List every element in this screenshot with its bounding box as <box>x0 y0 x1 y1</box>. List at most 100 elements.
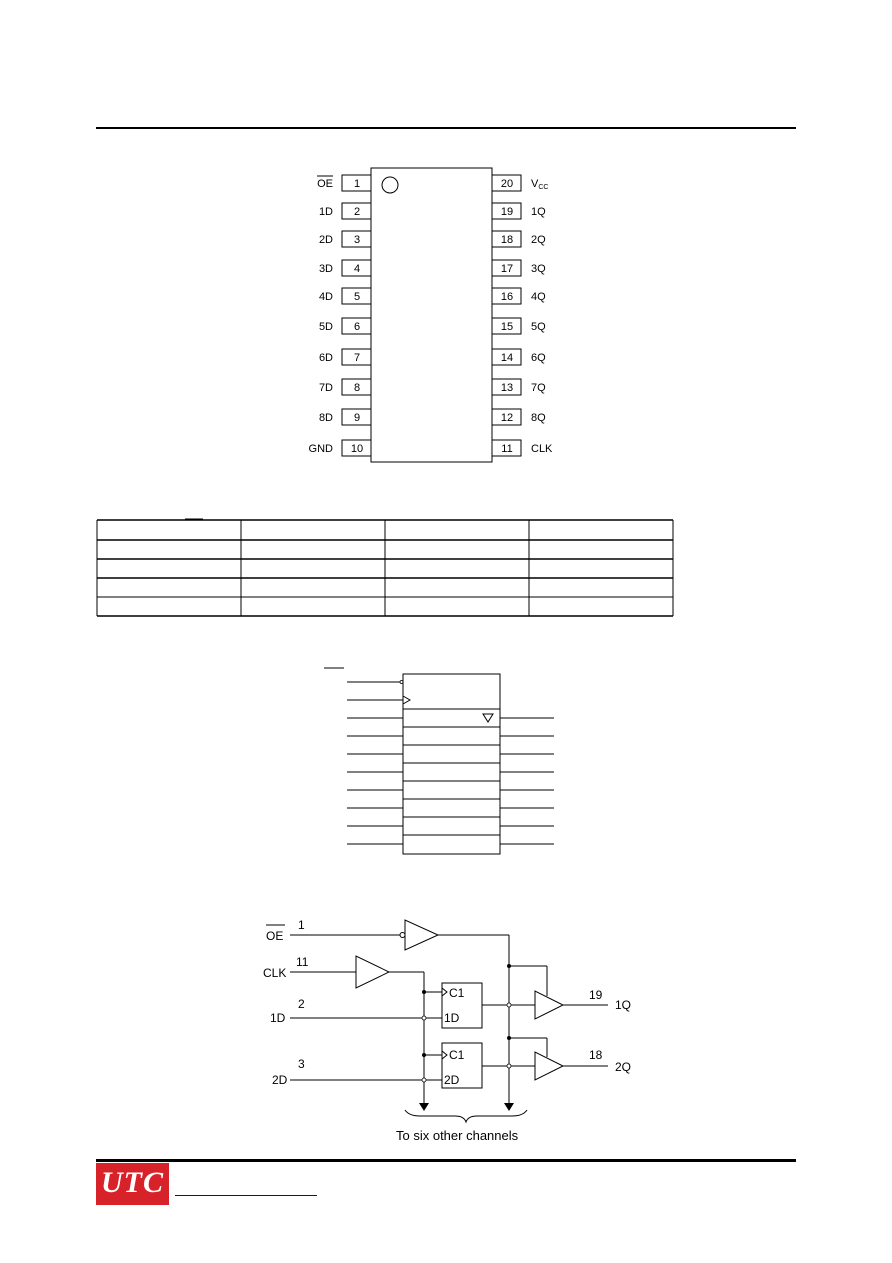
q2-label: 2Q <box>615 1060 631 1074</box>
pin-number: 17 <box>501 263 513 275</box>
pin-number: 12 <box>501 412 513 424</box>
q1-label: 1Q <box>615 998 631 1012</box>
pin-name-sub: CC <box>538 184 548 191</box>
pin-name-main: 4Q <box>531 291 546 303</box>
footer-rule <box>96 1159 796 1162</box>
utc-logo: UTC <box>96 1163 169 1205</box>
q1-pin: 19 <box>589 988 603 1002</box>
pin-box <box>491 174 522 192</box>
pin-name: 7D <box>319 382 333 394</box>
pin-number: 5 <box>354 291 360 303</box>
pin-box <box>341 287 372 305</box>
pin-name: 3D <box>319 263 333 275</box>
header-rule <box>96 127 796 129</box>
pin-number: 9 <box>354 412 360 424</box>
utc-logo-text: UTC <box>101 1166 164 1199</box>
pin-name: CLK <box>531 443 553 455</box>
ff2-d-label: 2D <box>444 1073 460 1087</box>
ic-body <box>370 167 493 463</box>
d1-pin: 2 <box>298 997 305 1011</box>
pin-box <box>491 378 522 396</box>
logic-rows <box>347 717 554 845</box>
channels-caption: To six other channels <box>396 1128 519 1143</box>
pin-name: 4Q <box>531 291 546 303</box>
pin-number: 13 <box>501 382 513 394</box>
pin-name: 3Q <box>531 263 546 275</box>
ff2-clock-label: C1 <box>449 1048 465 1062</box>
oe-pin: 1 <box>298 918 305 932</box>
pin-name-main: 3Q <box>531 263 546 275</box>
pin-number: 3 <box>354 234 360 246</box>
pin-name: 6D <box>319 352 333 364</box>
logic-diagram: OE 1 CLK 11 1D 2 2D 3 C1 1D C1 2D 19 1Q … <box>263 918 631 1143</box>
pin-box <box>491 317 522 335</box>
pin-name: 5D <box>319 321 333 333</box>
pin-number: 15 <box>501 321 513 333</box>
pin-name: 1Q <box>531 206 546 218</box>
pin-number: 20 <box>501 178 513 190</box>
pin-name: GND <box>309 443 334 455</box>
clk-label: CLK <box>263 966 286 980</box>
pin-name-main: 8Q <box>531 412 546 424</box>
pin-box <box>341 202 372 220</box>
pin-number: 14 <box>501 352 513 364</box>
q2-pin: 18 <box>589 1048 603 1062</box>
pin-number: 18 <box>501 234 513 246</box>
pin-box <box>341 230 372 248</box>
ff1-d-label: 1D <box>444 1011 460 1025</box>
pin-box <box>491 287 522 305</box>
pin-name: 6Q <box>531 352 546 364</box>
pin-name: 4D <box>319 291 333 303</box>
pin-box <box>341 259 372 277</box>
pin-box <box>341 439 372 457</box>
pin-name: 1D <box>319 206 333 218</box>
pin-diagram: 1 OE 2 1D 3 2D 4 3D 5 4D 6 5D 7 6D 8 7D 9 8D 10 GND 20 VCC 19… <box>309 167 553 463</box>
pin-number: 4 <box>354 263 360 275</box>
pin-box <box>491 259 522 277</box>
footer-link[interactable] <box>175 1195 317 1196</box>
pin-name: 2Q <box>531 234 546 246</box>
pin-name: OE <box>317 178 333 190</box>
pin-box <box>491 439 522 457</box>
pin-name-main: 1Q <box>531 206 546 218</box>
pin-number: 11 <box>501 443 512 455</box>
pin-name: 5Q <box>531 321 546 333</box>
pin-box <box>341 174 372 192</box>
pin-name: VCC <box>531 178 548 191</box>
pin-box <box>341 317 372 335</box>
pins-right: 20 VCC 19 1Q 18 2Q 17 3Q 16 4Q 15 5Q 14 6Q 13 7Q 12 8Q 11 C… <box>491 174 553 457</box>
pin-box <box>341 408 372 426</box>
pin-box <box>491 348 522 366</box>
function-table <box>96 518 674 617</box>
ff1-clock-label: C1 <box>449 986 465 1000</box>
pins-left: 1 OE 2 1D 3 2D 4 3D 5 4D 6 5D 7 6D 8 7D 9 8D 10 GND <box>309 174 372 457</box>
pin-name-main: 2Q <box>531 234 546 246</box>
pin-box <box>491 230 522 248</box>
pin-name: 7Q <box>531 382 546 394</box>
pin1-marker <box>381 176 399 194</box>
pin-number: 2 <box>354 206 360 218</box>
pin-number: 16 <box>501 291 513 303</box>
pin-name-main: V <box>531 178 539 190</box>
pin-number: 1 <box>354 178 360 190</box>
pin-number: 7 <box>354 352 360 364</box>
pin-number: 8 <box>354 382 360 394</box>
pin-box <box>341 348 372 366</box>
oe-label: OE <box>266 929 283 943</box>
pin-name: 8D <box>319 412 333 424</box>
pin-name-main: 5Q <box>531 321 546 333</box>
pin-name-main: 6Q <box>531 352 546 364</box>
pin-name-main: 7Q <box>531 382 546 394</box>
pin-name-main: CLK <box>531 443 553 455</box>
pin-box <box>491 202 522 220</box>
pin-number: 19 <box>501 206 513 218</box>
logic-symbol <box>324 667 554 855</box>
d1-label: 1D <box>270 1011 286 1025</box>
clk-pin: 11 <box>296 955 309 969</box>
pin-number: 10 <box>351 443 363 455</box>
pin-box <box>341 378 372 396</box>
pin-name: 8Q <box>531 412 546 424</box>
pin-box <box>491 408 522 426</box>
pin-name: 2D <box>319 234 333 246</box>
pin-number: 6 <box>354 321 360 333</box>
